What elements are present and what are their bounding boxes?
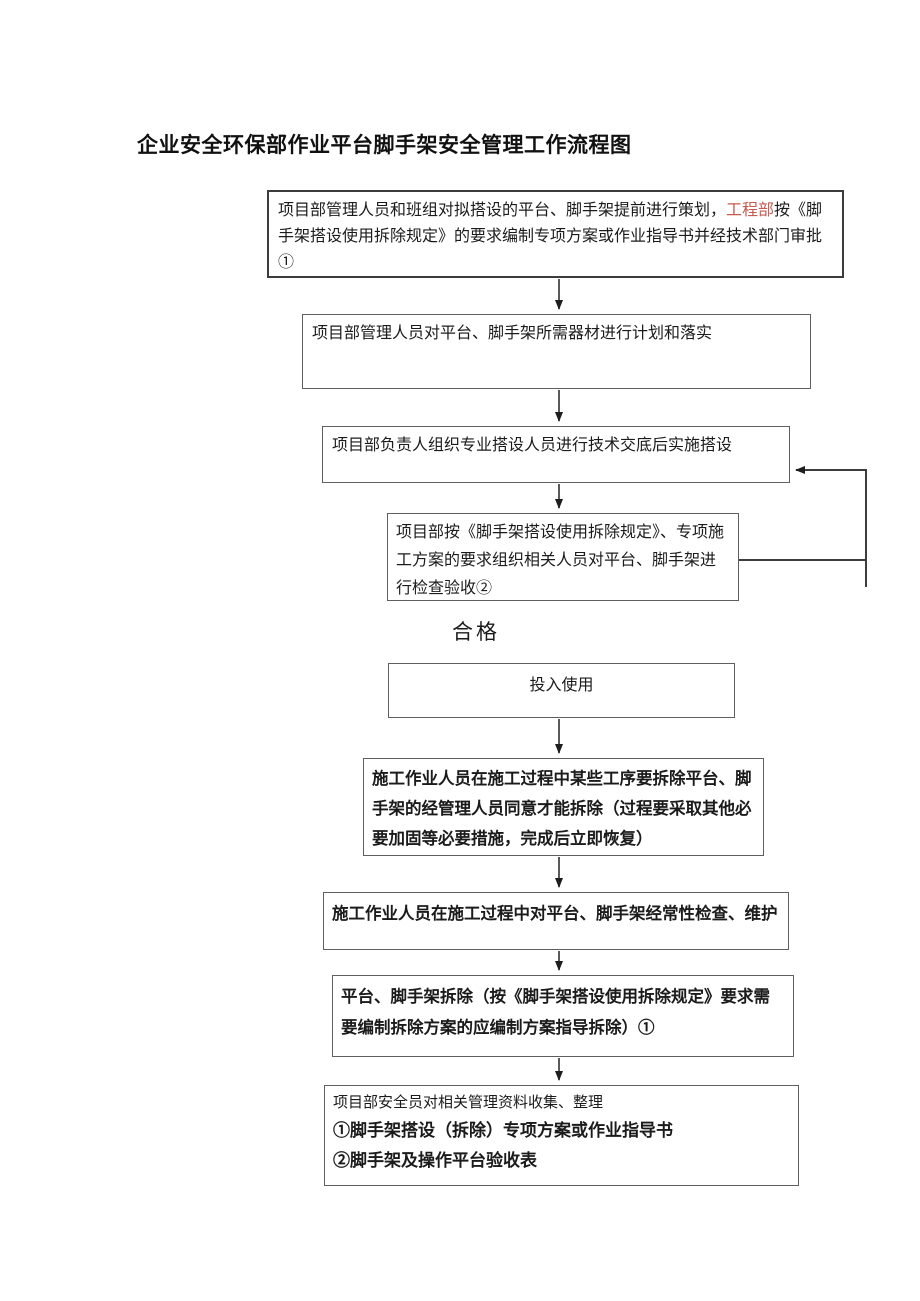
flow-box-erection: 项目部负责人组织专业搭设人员进行技术交底后实施搭设: [322, 426, 790, 483]
planning-department-red-text: 工程部: [726, 202, 775, 219]
flow-box-routine-maintenance: 施工作业人员在施工过程中对平台、脚手架经常性检查、维护: [323, 892, 789, 950]
erection-text: 项目部负责人组织专业搭设人员进行技术交底后实施搭设: [332, 437, 733, 454]
inspection-text: 项目部按《脚手架搭设使用拆除规定》、专项施工方案的要求组织相关人员对平台、脚手架…: [396, 524, 725, 597]
planning-text-after-red: 按《脚手架搭设使用拆除规定》的要求编制专项方案或作业指导书并经技术部门审批①: [278, 202, 823, 271]
page-title: 企业安全环保部作业平台脚手架安全管理工作流程图: [137, 134, 632, 157]
records-item-2-text: ②脚手架及操作平台验收表: [333, 1151, 537, 1170]
routine-maintenance-text: 施工作业人员在施工过程中对平台、脚手架经常性检查、维护: [332, 904, 778, 923]
flow-box-dismantle: 平台、脚手架拆除（按《脚手架搭设使用拆除规定》要求需要编制拆除方案的应编制方案指…: [332, 975, 794, 1057]
records-item-1-text: ①脚手架搭设（拆除）专项方案或作业指导书: [333, 1121, 673, 1140]
put-into-use-text: 投入使用: [529, 677, 594, 694]
flow-box-put-into-use: 投入使用: [388, 663, 735, 718]
flow-box-records: 项目部安全员对相关管理资料收集、整理 ①脚手架搭设（拆除）专项方案或作业指导书 …: [324, 1085, 799, 1186]
flow-box-temporary-removal: 施工作业人员在施工过程中某些工序要拆除平台、脚手架的经管理人员同意才能拆除（过程…: [363, 758, 764, 856]
flow-box-inspection: 项目部按《脚手架搭设使用拆除规定》、专项施工方案的要求组织相关人员对平台、脚手架…: [387, 513, 739, 601]
flow-box-material-plan: 项目部管理人员对平台、脚手架所需器材进行计划和落实: [302, 314, 811, 389]
temporary-removal-text: 施工作业人员在施工过程中某些工序要拆除平台、脚手架的经管理人员同意才能拆除（过程…: [372, 769, 752, 848]
planning-text-before-red: 项目部管理人员和班组对拟搭设的平台、脚手架提前进行策划，: [278, 202, 727, 219]
flow-box-planning: 项目部管理人员和班组对拟搭设的平台、脚手架提前进行策划，工程部按《脚手架搭设使用…: [267, 190, 844, 278]
material-plan-text: 项目部管理人员对平台、脚手架所需器材进行计划和落实: [312, 325, 713, 342]
records-heading-text: 项目部安全员对相关管理资料收集、整理: [333, 1095, 604, 1111]
pass-label: 合格: [452, 620, 500, 644]
dismantle-text: 平台、脚手架拆除（按《脚手架搭设使用拆除规定》要求需要编制拆除方案的应编制方案指…: [341, 987, 770, 1037]
